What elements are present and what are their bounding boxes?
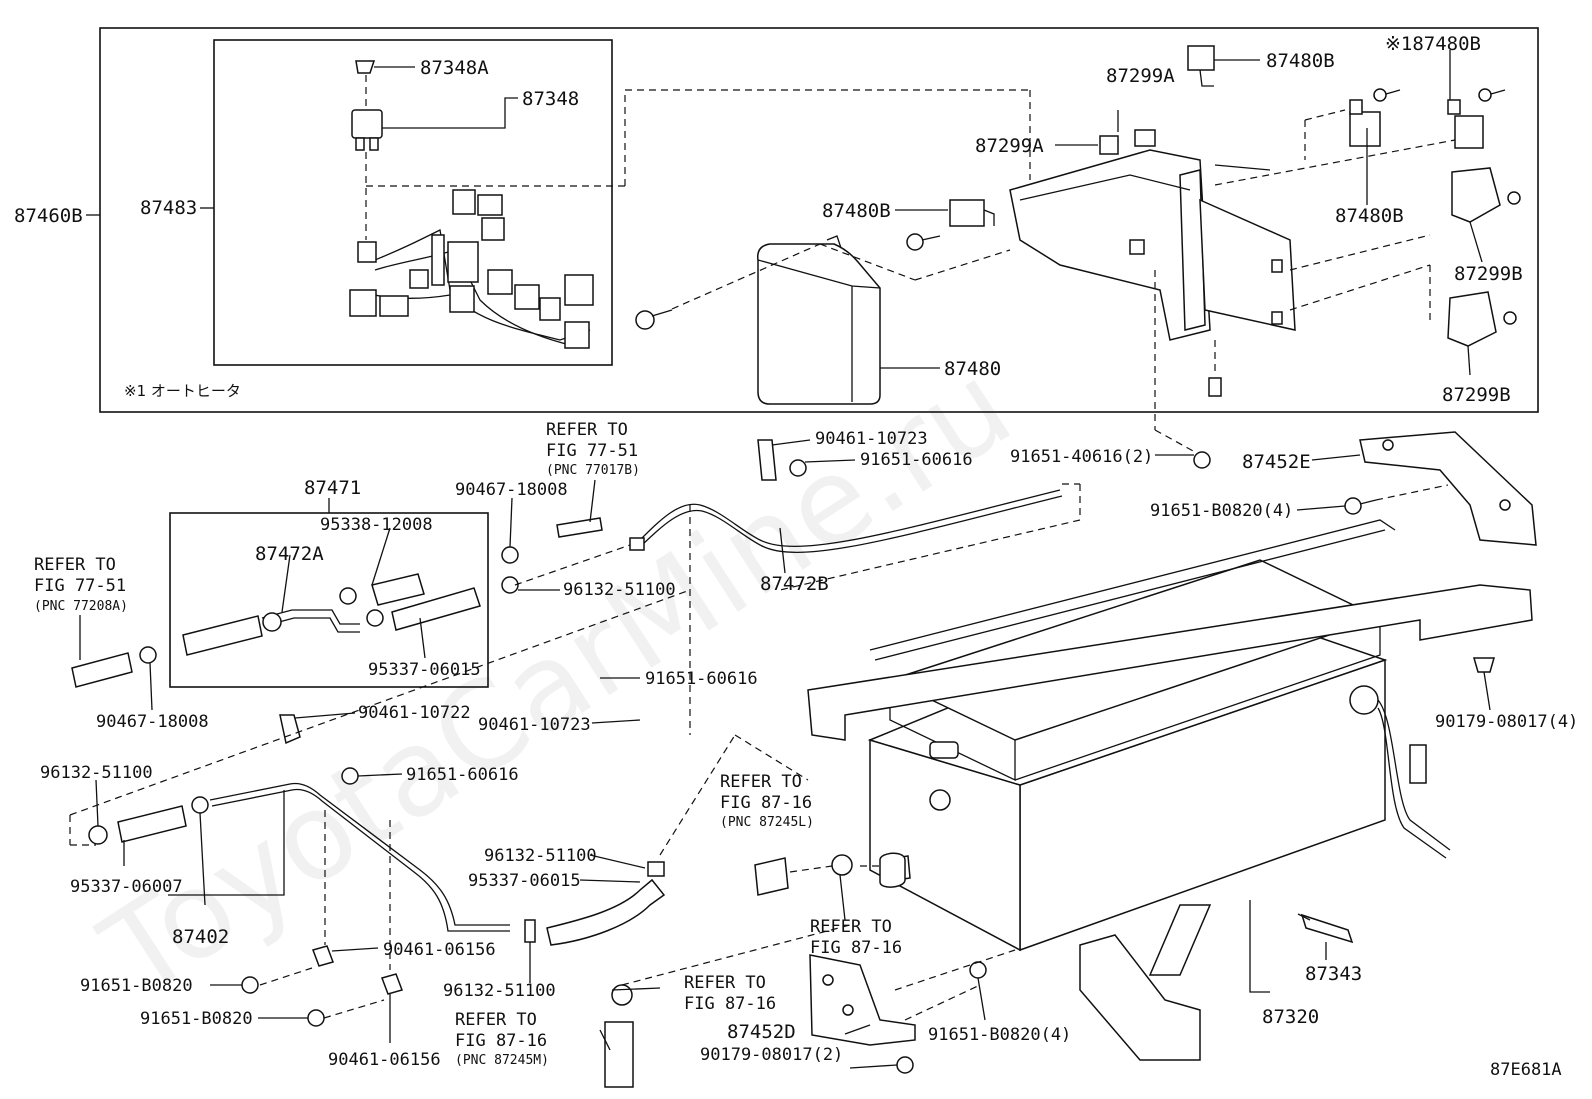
part-label: 96132-51100 [443, 981, 556, 1001]
part-label: 90179-08017(4) [1435, 712, 1578, 732]
refer-block: REFER TO FIG 77-51 (PNC 77208A) [34, 555, 128, 614]
part-label: 91651-B0820(4) [1150, 501, 1293, 521]
wire-harness-drawing [349, 189, 594, 349]
harness-subframe [213, 39, 613, 366]
refer-block: REFER TO FIG 87-16 (PNC 87245L) [720, 772, 814, 830]
svg-text:REFER TO: REFER TO [546, 420, 628, 440]
svg-text:REFER TO: REFER TO [684, 973, 766, 993]
hose-to-pipe-dash [514, 544, 631, 586]
subgroup-label: 87483 [140, 197, 197, 219]
part-label: 87480B [1266, 50, 1335, 72]
part-label: 90461-10722 [358, 703, 471, 723]
ref-pipes-8716-drawing [604, 852, 906, 1088]
refer-block: REFER TO FIG 87-16 [684, 973, 776, 1014]
part-label: 91651-B0820(4) [928, 1025, 1071, 1045]
svg-text:FIG 87-16: FIG 87-16 [455, 1031, 547, 1051]
drawing-id: 87E681A [1490, 1060, 1562, 1080]
part-label: 87472B [760, 573, 829, 595]
part-label: 90461-10723 [815, 429, 928, 449]
pipe-87472B-drawing [629, 439, 1081, 735]
part-label: 90461-10723 [478, 715, 591, 735]
bracket-87452E-drawing [1193, 431, 1537, 546]
part-label: 90461-06156 [383, 940, 496, 960]
part-label: 91651-40616(2) [1010, 447, 1153, 467]
part-label: 87299A [975, 135, 1044, 157]
clip-90467-drawing [71, 546, 519, 688]
part-label: 87348A [420, 57, 489, 79]
bracket-87452D-drawing [809, 949, 1016, 1074]
group-label: 87460B [14, 205, 83, 227]
part-label: 91651-60616 [406, 765, 519, 785]
heater-assembly-drawing [807, 519, 1533, 1061]
part-label: 96132-51100 [563, 580, 676, 600]
relays-right-drawing [1214, 88, 1521, 347]
svg-text:FIG 77-51: FIG 77-51 [34, 576, 126, 596]
svg-text:REFER TO: REFER TO [455, 1010, 537, 1030]
part-label: 96132-51100 [484, 846, 597, 866]
cover-screw-dash [671, 243, 821, 310]
svg-text:FIG 77-51: FIG 77-51 [546, 441, 638, 461]
hoses-center-drawing [524, 734, 809, 946]
svg-text:FIG 87-16: FIG 87-16 [684, 994, 776, 1014]
svg-text:(PNC 87245M): (PNC 87245M) [455, 1053, 549, 1068]
svg-text:FIG 87-16: FIG 87-16 [720, 793, 812, 813]
part-label: 87452D [727, 1021, 796, 1043]
part-label: 87472A [255, 543, 324, 565]
part-label: 95338-12008 [320, 515, 433, 535]
part-label: 95337-06007 [70, 877, 183, 897]
part-label: 90467-18008 [455, 480, 568, 500]
sensor-87343-drawing [1297, 913, 1354, 944]
cover-bracket-dash-2 [914, 249, 1011, 281]
part-label: 91651-B0820 [140, 1009, 253, 1029]
part-label: 90467-18008 [96, 712, 209, 732]
part-label: 95337-06015 [468, 871, 581, 891]
svg-text:FIG 87-16: FIG 87-16 [810, 938, 902, 958]
bottom-bolt-drawing [1154, 270, 1222, 453]
leader-lines [79, 50, 1491, 1069]
part-label: 87480B [1335, 205, 1404, 227]
part-label: 90461-06156 [328, 1050, 441, 1070]
refer-block: REFER TO FIG 77-51 (PNC 77017B) [546, 420, 640, 478]
svg-text:REFER TO: REFER TO [34, 555, 116, 575]
relay-bracket-drawing [1009, 149, 1296, 341]
part-label: 87299B [1442, 384, 1511, 406]
group-frame [99, 27, 1539, 413]
cover-bracket-dash [819, 243, 916, 281]
part-label: 91651-60616 [645, 669, 758, 689]
part-label: 87480B [822, 200, 891, 222]
part-label: 90179-08017(2) [700, 1045, 843, 1065]
footnote-text: ※1 オートヒータ [124, 382, 241, 400]
part-label: 87471 [304, 477, 361, 499]
part-label: 87348 [522, 88, 579, 110]
svg-text:(PNC 87245L): (PNC 87245L) [720, 815, 814, 830]
pipe-87402-drawing [69, 589, 691, 1027]
relays-top-drawing [906, 45, 1215, 251]
part-label: 87299A [1106, 65, 1175, 87]
part-label: 87452E [1242, 451, 1311, 473]
refer-block: REFER TO FIG 87-16 (PNC 87245M) [455, 1010, 549, 1068]
part-label: 91651-B0820 [80, 976, 193, 996]
part-label: ※187480B [1385, 33, 1481, 55]
part-label: 87480 [944, 358, 1001, 380]
part-label: 95337-06015 [368, 660, 481, 680]
part-label: 96132-51100 [40, 763, 153, 783]
relay-87348-drawing [351, 60, 625, 240]
part-label: 91651-60616 [860, 450, 973, 470]
refer-block: REFER TO FIG 87-16 [810, 917, 902, 958]
bolts-right-drawing [1473, 657, 1495, 673]
part-label: 87320 [1262, 1006, 1319, 1028]
part-label: 87299B [1454, 263, 1523, 285]
ecu-cover-87480-drawing [757, 235, 881, 405]
screw-left-drawing [635, 309, 673, 330]
hose-set-drawing [182, 573, 481, 656]
svg-text:REFER TO: REFER TO [810, 917, 892, 937]
svg-text:(PNC 77208A): (PNC 77208A) [34, 599, 128, 614]
svg-text:REFER TO: REFER TO [720, 772, 802, 792]
svg-text:(PNC 77017B): (PNC 77017B) [546, 463, 640, 478]
part-label: 87402 [172, 926, 229, 948]
part-label: 87343 [1305, 963, 1362, 985]
ref-pipe-77017B [556, 517, 603, 538]
